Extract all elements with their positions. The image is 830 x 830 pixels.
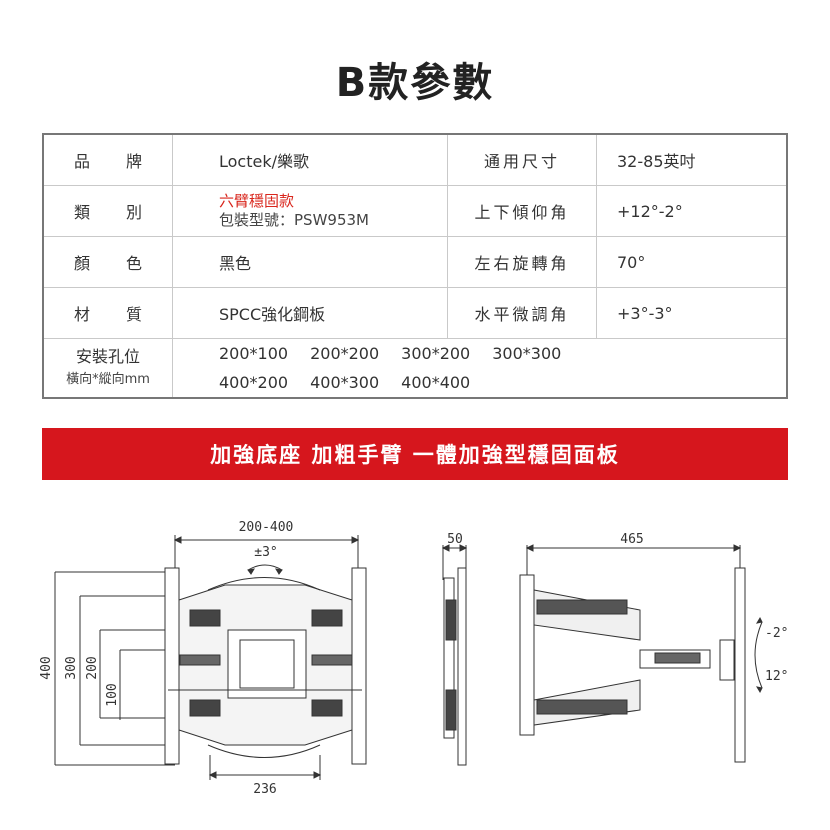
dim-400-label: 400 <box>39 656 54 679</box>
value-swivel: 70° <box>596 236 788 288</box>
label-level: 水平微調角 <box>447 287 597 339</box>
label-swivel: 左右旋轉角 <box>447 236 597 288</box>
value-size: 32-85英吋 <box>596 133 788 186</box>
value-level: +3°-3° <box>596 287 788 339</box>
label-color: 顏色 <box>42 236 173 288</box>
dim-300-label: 300 <box>64 656 79 679</box>
value-brand: Loctek/樂歌 <box>172 133 448 186</box>
tilt-up-label: -2° <box>765 626 788 641</box>
label-holes: 安裝孔位 橫向*縱向mm <box>42 338 173 399</box>
table-row: 顏色 黑色 左右旋轉角 70° <box>42 236 788 288</box>
table-row: 類別 六臂穩固款 包裝型號：PSW953M 上下傾仰角 +12°-2° <box>42 185 788 237</box>
label-brand: 品牌 <box>42 133 173 186</box>
value-material: SPCC強化鋼板 <box>172 287 448 339</box>
table-row: 品牌 Loctek/樂歌 通用尺寸 32-85英吋 <box>42 133 788 186</box>
page-title: B款參數 <box>335 60 495 106</box>
value-tilt: +12°-2° <box>596 185 788 237</box>
label-material: 材質 <box>42 287 173 339</box>
value-color: 黑色 <box>172 236 448 288</box>
dim-depth-label: 50 <box>447 532 463 547</box>
label-size: 通用尺寸 <box>447 133 597 186</box>
dim-bottom-label: 236 <box>253 782 276 797</box>
value-type: 六臂穩固款 包裝型號：PSW953M <box>172 185 448 237</box>
dim-100-label: 100 <box>105 683 120 706</box>
dim-200-label: 200 <box>85 656 100 679</box>
spec-table: 品牌 Loctek/樂歌 通用尺寸 32-85英吋 類別 六臂穩固款 包裝型號：… <box>42 133 788 399</box>
dim-extend-label: 465 <box>620 532 643 547</box>
label-type: 類別 <box>42 185 173 237</box>
package-model: 包裝型號：PSW953M <box>219 211 369 229</box>
tilt-down-label: 12° <box>765 669 788 684</box>
rotation-label: ±3° <box>254 545 277 560</box>
dimension-diagram: 200-400 ±3° 236 400 300 200 100 50 465 -… <box>39 520 788 797</box>
type-name: 六臂穩固款 <box>219 192 295 210</box>
feature-banner: 加強底座 加粗手臂 一體加強型穩固面板 <box>42 428 788 480</box>
dim-top-label: 200-400 <box>239 520 294 535</box>
table-row: 材質 SPCC強化鋼板 水平微調角 +3°-3° <box>42 287 788 339</box>
label-tilt: 上下傾仰角 <box>447 185 597 237</box>
